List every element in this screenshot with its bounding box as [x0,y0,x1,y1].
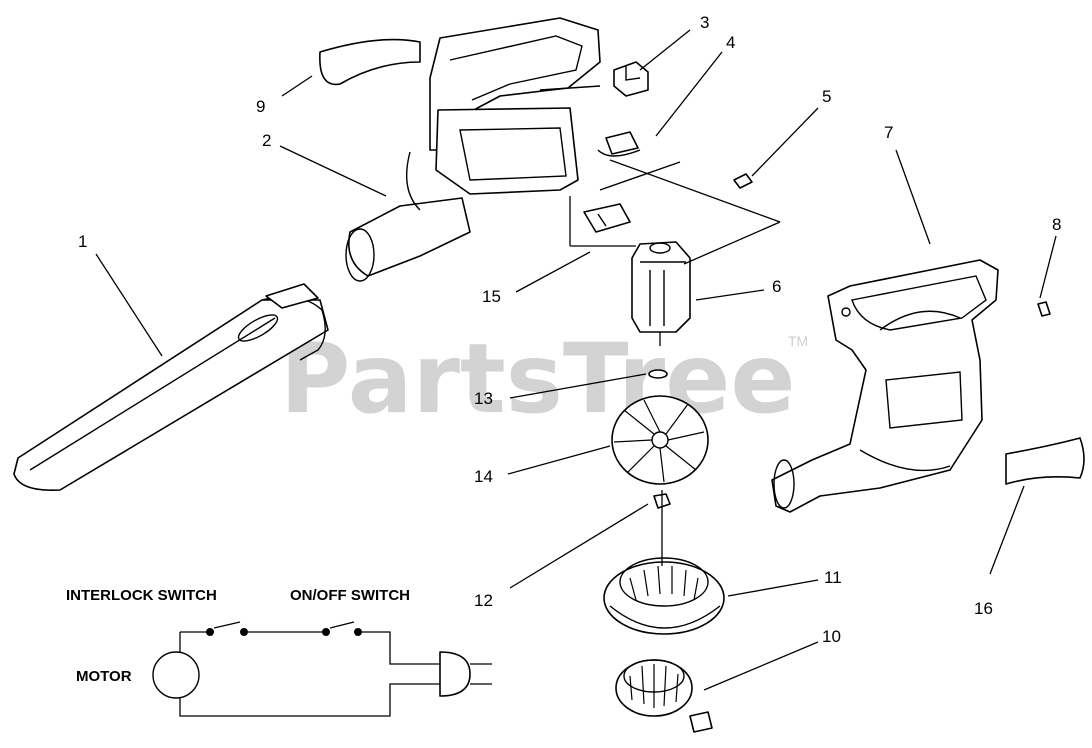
callout-2: 2 [262,131,271,150]
callout-13: 13 [474,389,493,408]
watermark-trademark: TM [788,333,808,349]
interlock-switch-label: INTERLOCK SWITCH [66,587,217,604]
part-3-interlock-switch[interactable] [613,61,649,97]
part-14-fan[interactable] [611,395,709,485]
callout-3: 3 [700,13,709,32]
callout-8: 8 [1052,215,1061,234]
motor-label: MOTOR [76,668,132,685]
part-13-washer[interactable] [648,369,668,379]
leader-lines [95,29,1057,691]
part-11-impeller-housing[interactable] [603,557,725,635]
watermark-text: PartsTree [280,323,795,435]
part-15-on-off-switch[interactable] [583,203,631,233]
on-off-switch-label: ON/OFF SWITCH [290,587,410,604]
part-5-screw[interactable] [733,173,753,189]
part-16-decal[interactable] [1005,437,1085,485]
callout-15: 15 [482,287,501,306]
motor-symbol [152,651,200,699]
callout-9: 9 [256,97,265,116]
part-2-housing-half[interactable] [345,17,601,282]
wiring-schematic [152,621,492,717]
part-9-decal[interactable] [319,38,421,86]
part-4-wire-harness[interactable] [597,131,681,191]
part-10-impeller[interactable] [615,659,713,733]
part-6-motor[interactable] [631,241,691,346]
callout-6: 6 [772,277,781,296]
callout-12: 12 [474,591,493,610]
callout-1: 1 [78,232,87,251]
callout-5: 5 [822,87,831,106]
part-8-screw[interactable] [1037,301,1051,317]
callout-11: 11 [824,568,842,587]
callout-10: 10 [822,627,841,646]
part-1-blower-tube[interactable] [13,283,329,491]
callout-4: 4 [726,33,735,52]
callout-7: 7 [884,123,893,142]
plug-symbol [439,651,471,697]
callout-16: 16 [974,599,993,618]
part-7-blower-assembly[interactable] [771,259,999,513]
callout-14: 14 [474,467,493,486]
